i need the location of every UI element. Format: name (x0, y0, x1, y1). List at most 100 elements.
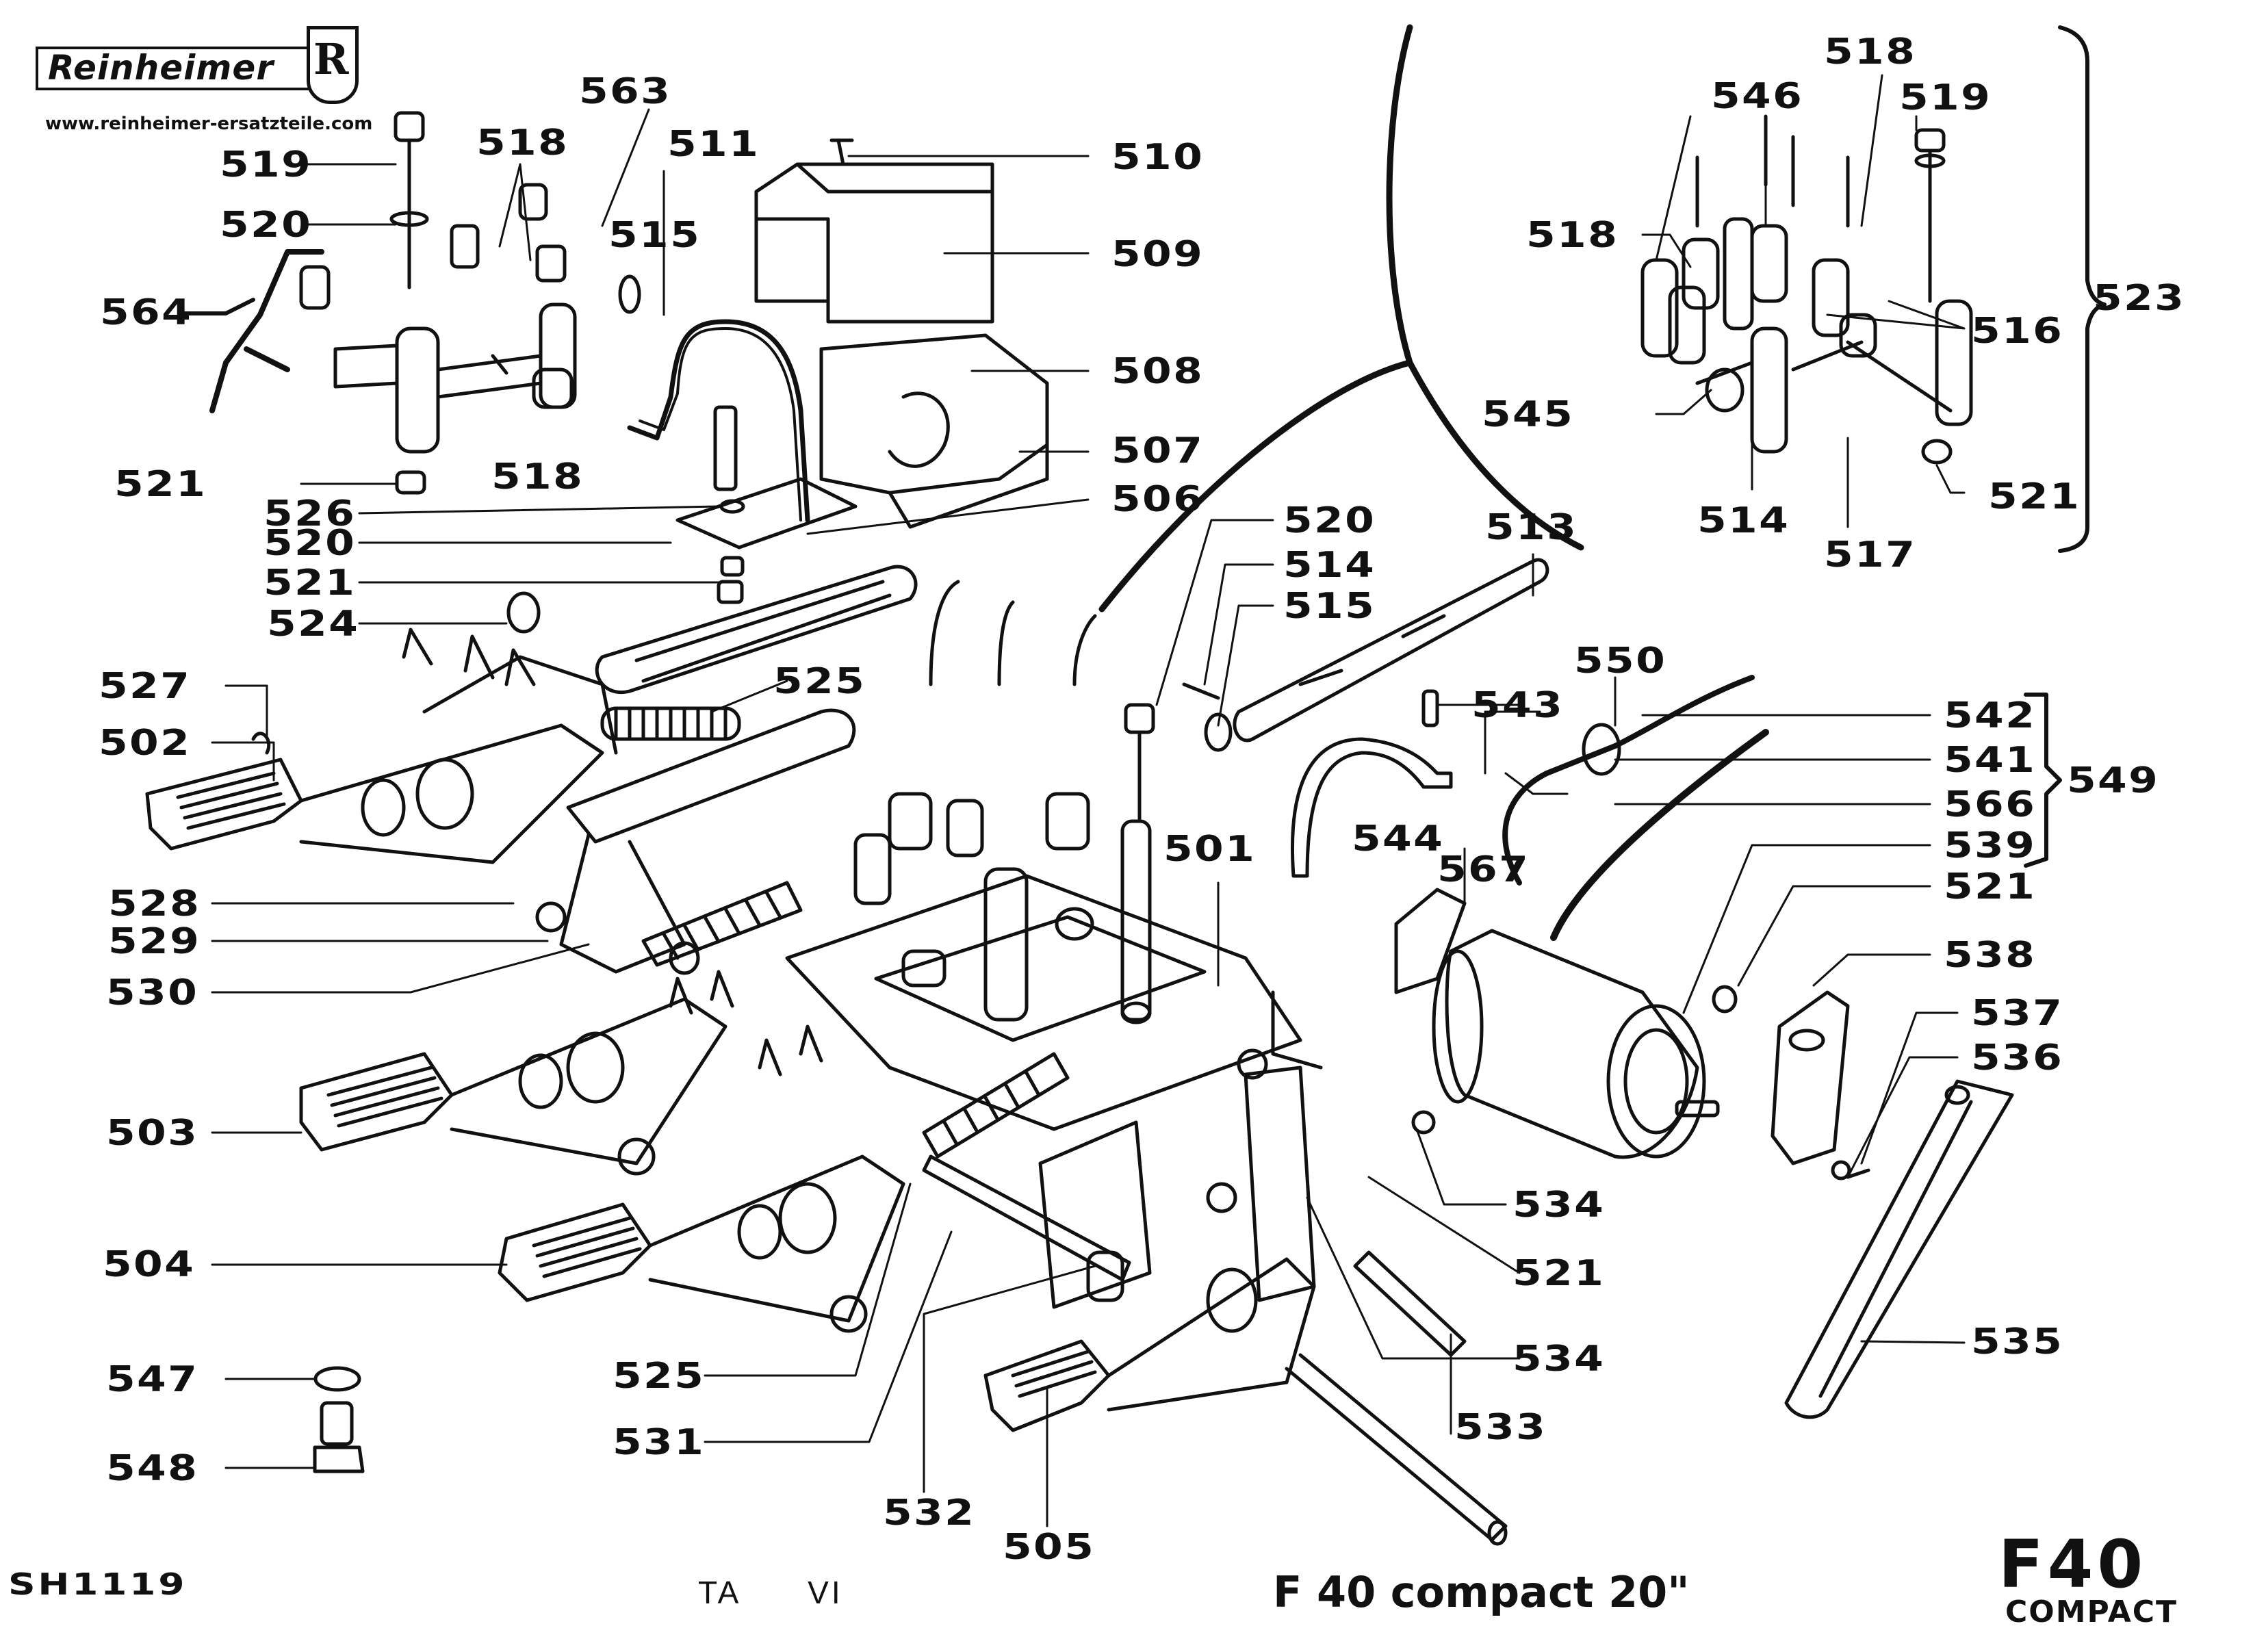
model-badge-sub: COMPACT (2005, 1595, 2178, 1629)
pin-514 (1182, 682, 1220, 700)
callout-536[interactable]: 536 (1971, 1037, 2064, 1079)
callout-518[interactable]: 518 (491, 456, 584, 498)
callout-505[interactable]: 505 (1003, 1527, 1096, 1568)
callout-506[interactable]: 506 (1111, 479, 1205, 520)
callout-515[interactable]: 515 (1283, 586, 1376, 627)
pedal-504 (498, 1024, 905, 1333)
brand-logo-text: Reinheimer (48, 48, 274, 88)
spring-525-lower (922, 1052, 1070, 1159)
callout-519-inset[interactable]: 519 (1899, 77, 1992, 118)
callout-517-inset[interactable]: 517 (1824, 534, 1917, 576)
callout-534[interactable]: 534 (1512, 1185, 1606, 1226)
callout-534[interactable]: 534 (1512, 1339, 1606, 1380)
callout-516-inset[interactable]: 516 (1971, 311, 2064, 352)
brace-549 (2024, 693, 2062, 868)
link-506 (595, 565, 918, 695)
valve-block-left (244, 111, 641, 495)
callout-528[interactable]: 528 (108, 883, 201, 925)
callout-539[interactable]: 539 (1944, 825, 2037, 866)
frame-501 (785, 580, 1323, 1309)
inset-circle-top (1386, 24, 1413, 366)
callout-525[interactable]: 525 (613, 1356, 706, 1397)
section-code-vi: VI (808, 1575, 843, 1610)
bracket-564 (209, 249, 324, 413)
link-535 (1784, 1079, 2014, 1419)
callout-537[interactable]: 537 (1971, 993, 2064, 1034)
diagram-title: F 40 compact 20" (1273, 1567, 1690, 1617)
callout-519[interactable]: 519 (220, 144, 313, 185)
callout-520[interactable]: 520 (220, 205, 313, 246)
solenoid-cover (754, 162, 1049, 529)
callout-521[interactable]: 521 (263, 563, 357, 604)
callout-549-group[interactable]: 549 (2067, 760, 2160, 801)
callout-563[interactable]: 563 (579, 71, 672, 112)
callout-514[interactable]: 514 (1283, 545, 1376, 586)
callout-520[interactable]: 520 (1283, 500, 1376, 541)
callout-527[interactable]: 527 (99, 666, 192, 707)
cable-550 (1502, 675, 1755, 886)
callout-538[interactable]: 538 (1944, 935, 2037, 976)
callout-548[interactable]: 548 (106, 1448, 199, 1489)
callout-545-inset[interactable]: 545 (1482, 394, 1575, 435)
callout-520[interactable]: 520 (263, 523, 357, 564)
callout-521-inset[interactable]: 521 (1988, 476, 2081, 517)
callout-518-inset[interactable]: 518 (1824, 31, 1917, 73)
motor-539 (1432, 929, 1720, 1159)
callout-544[interactable]: 544 (1352, 818, 1445, 860)
shaft-513 (1233, 558, 1549, 743)
brand-mark: R (313, 34, 349, 84)
callout-531[interactable]: 531 (613, 1422, 706, 1463)
callout-507[interactable]: 507 (1111, 430, 1205, 472)
callout-521[interactable]: 521 (1512, 1253, 1606, 1294)
pedal-502 (145, 628, 618, 864)
callout-511[interactable]: 511 (667, 124, 760, 165)
callout-501[interactable]: 501 (1163, 829, 1257, 870)
callout-504[interactable]: 504 (103, 1244, 196, 1285)
callout-518[interactable]: 518 (476, 122, 569, 164)
callout-533[interactable]: 533 (1454, 1407, 1547, 1448)
callout-513[interactable]: 513 (1485, 507, 1578, 548)
callout-524[interactable]: 524 (267, 604, 360, 645)
callout-521[interactable]: 521 (1944, 866, 2037, 907)
shaft-531 (922, 1154, 1131, 1282)
section-codes: TA VI (698, 1574, 898, 1611)
brace-523 (2058, 25, 2107, 553)
callout-525[interactable]: 525 (773, 661, 866, 702)
valve-block-inset (1640, 114, 1973, 465)
callout-541[interactable]: 541 (1944, 740, 2037, 781)
callout-542[interactable]: 542 (1944, 695, 2037, 736)
callout-546-inset[interactable]: 546 (1711, 76, 1804, 117)
callout-521[interactable]: 521 (114, 464, 207, 505)
brand-shield-icon (307, 26, 359, 104)
callout-503[interactable]: 503 (106, 1113, 199, 1154)
sheet-code: SH1119 (8, 1567, 188, 1602)
callout-566[interactable]: 566 (1944, 784, 2037, 825)
callout-502[interactable]: 502 (99, 723, 192, 764)
callout-547[interactable]: 547 (106, 1359, 199, 1400)
callout-535[interactable]: 535 (1971, 1321, 2064, 1363)
screw-548 (320, 1401, 354, 1446)
callout-529[interactable]: 529 (108, 921, 201, 962)
clamp-544 (1291, 737, 1453, 878)
pedal-503 (299, 970, 734, 1176)
website-link[interactable]: www.reinheimer-ersatzteile.com (45, 114, 373, 134)
callout-567[interactable]: 567 (1437, 849, 1530, 890)
callout-550[interactable]: 550 (1574, 641, 1667, 682)
callout-518-inset[interactable]: 518 (1526, 215, 1619, 256)
callout-523-group[interactable]: 523 (2093, 278, 2186, 319)
callout-532[interactable]: 532 (883, 1493, 976, 1534)
callout-510[interactable]: 510 (1111, 137, 1205, 178)
callout-514-inset[interactable]: 514 (1697, 500, 1790, 541)
callout-515[interactable]: 515 (608, 215, 701, 256)
callout-530[interactable]: 530 (106, 972, 199, 1014)
callout-509[interactable]: 509 (1111, 234, 1205, 275)
plate-538 (1771, 990, 1850, 1165)
model-badge-main: F40 (1998, 1526, 2148, 1603)
callout-543[interactable]: 543 (1471, 685, 1565, 726)
callout-526[interactable]: 526 (263, 493, 357, 534)
leader-lines (211, 74, 1966, 1527)
callout-564[interactable]: 564 (100, 292, 193, 333)
callout-508[interactable]: 508 (1111, 351, 1205, 392)
